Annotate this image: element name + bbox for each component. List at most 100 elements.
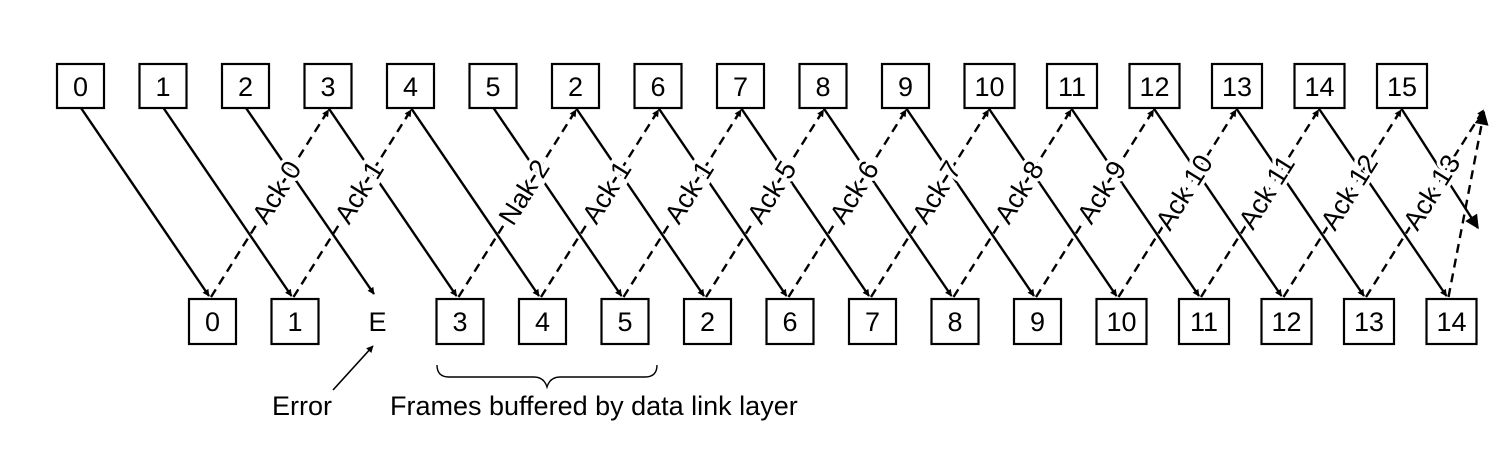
error-label: Error: [272, 391, 332, 421]
frame-arrow: [492, 107, 623, 297]
frame-box: [682, 297, 733, 346]
ack-label: Ack 1: [329, 156, 390, 229]
frame-arrow: [1070, 107, 1200, 297]
sent-frame: 11: [1045, 62, 1099, 110]
frame-arrow: [80, 107, 210, 297]
ack-label: Ack 8: [989, 156, 1050, 229]
error-frame: E: [368, 307, 386, 337]
error-pointer: [332, 345, 374, 391]
received-frame: 0: [187, 297, 238, 346]
frame-label: 1: [155, 72, 170, 102]
received-frame: 12: [1260, 297, 1313, 346]
ack-arrow: [1117, 109, 1238, 298]
error-marker: E: [368, 307, 386, 337]
frame-lines: [80, 107, 1480, 297]
frame-label: 13: [1354, 307, 1384, 337]
ack-arrow: [622, 109, 743, 298]
frame-box: [1045, 62, 1099, 110]
ack-arrow: [292, 109, 413, 298]
frame-label: 2: [568, 72, 583, 102]
frame-box: [600, 297, 650, 346]
ack-arrow: [539, 109, 660, 298]
ack-arrow: [1364, 109, 1485, 298]
sent-frame: 12: [1128, 62, 1181, 110]
frame-label: 15: [1387, 72, 1417, 102]
sent-frame: 7: [715, 62, 766, 110]
sent-frame: 0: [55, 62, 106, 110]
frame-label: 2: [700, 307, 715, 337]
frame-label: 8: [947, 307, 962, 337]
ack-label: Ack 12: [1315, 149, 1384, 235]
buffer-brace: [436, 364, 658, 390]
frame-label: 12: [1271, 307, 1301, 337]
frame-label: 0: [73, 72, 88, 102]
frame-label: 0: [205, 307, 220, 337]
frame-label: 13: [1222, 72, 1252, 102]
frame-box: [468, 62, 518, 110]
ack-arrow: [1447, 110, 1489, 298]
frame-box: [1425, 297, 1478, 346]
received-frame: 10: [1095, 297, 1148, 346]
frame-box: [55, 62, 106, 110]
frame-label: 6: [650, 72, 665, 102]
received-frame: 11: [1177, 297, 1231, 346]
frame-label: 7: [865, 307, 880, 337]
received-frame: 13: [1342, 297, 1396, 346]
frame-box: [1177, 297, 1231, 346]
frame-box: [1375, 62, 1429, 110]
received-frame: 7: [847, 297, 898, 346]
ack-label: Ack 6: [824, 156, 885, 229]
ack-arrow: [704, 109, 825, 298]
frame-arrow: [162, 107, 293, 297]
frame-label: 3: [452, 307, 467, 337]
frame-box: [847, 297, 898, 346]
frame-box: [930, 297, 980, 346]
received-frame: 2: [682, 297, 733, 346]
frame-box: [1342, 297, 1396, 346]
frame-box: [1095, 297, 1148, 346]
frame-box: [270, 297, 320, 346]
frame-box: [435, 297, 485, 346]
frame-label: 11: [1190, 307, 1218, 337]
ack-label: Ack 1: [659, 156, 720, 229]
received-frame: 6: [765, 297, 815, 346]
frame-arrow: [245, 107, 375, 295]
frame-label: 5: [617, 307, 632, 337]
sent-frame: 10: [963, 62, 1016, 110]
frame-arrow: [822, 107, 953, 297]
frame-label: 9: [1030, 307, 1045, 337]
received-frame: 5: [600, 297, 650, 346]
frame-box: [1210, 62, 1264, 110]
frame-label: 1: [287, 307, 302, 337]
frame-box: [385, 62, 436, 110]
sent-frame: 14: [1293, 62, 1346, 110]
ack-arrow: [457, 109, 578, 298]
ack-arrow: [209, 109, 330, 298]
frame-arrow: [905, 107, 1035, 297]
ack-lines: [209, 109, 1489, 298]
frame-label: 4: [403, 72, 418, 102]
frame-box: [220, 62, 271, 110]
frame-arrow: [657, 107, 788, 297]
ack-label: Ack 0: [246, 156, 307, 229]
frame-arrow: [1235, 107, 1365, 297]
frame-label: 10: [1106, 307, 1136, 337]
sent-frame: 5: [468, 62, 518, 110]
ack-label: Nak 2: [493, 154, 556, 230]
buffered-label: Frames buffered by data link layer: [390, 391, 798, 421]
frame-label: 7: [733, 72, 748, 102]
ack-arrow: [952, 109, 1073, 298]
ack-arrow: [1199, 109, 1320, 298]
frame-box: [517, 297, 568, 346]
frame-label: 4: [535, 307, 550, 337]
ack-label: Ack 10: [1150, 149, 1219, 235]
ack-label: Ack 1: [576, 156, 637, 229]
sent-frame: 8: [798, 62, 848, 110]
ack-label: Ack 7: [906, 156, 967, 229]
frame-label: 2: [238, 72, 253, 102]
received-frame: 1: [270, 297, 320, 346]
frame-box: [187, 297, 238, 346]
